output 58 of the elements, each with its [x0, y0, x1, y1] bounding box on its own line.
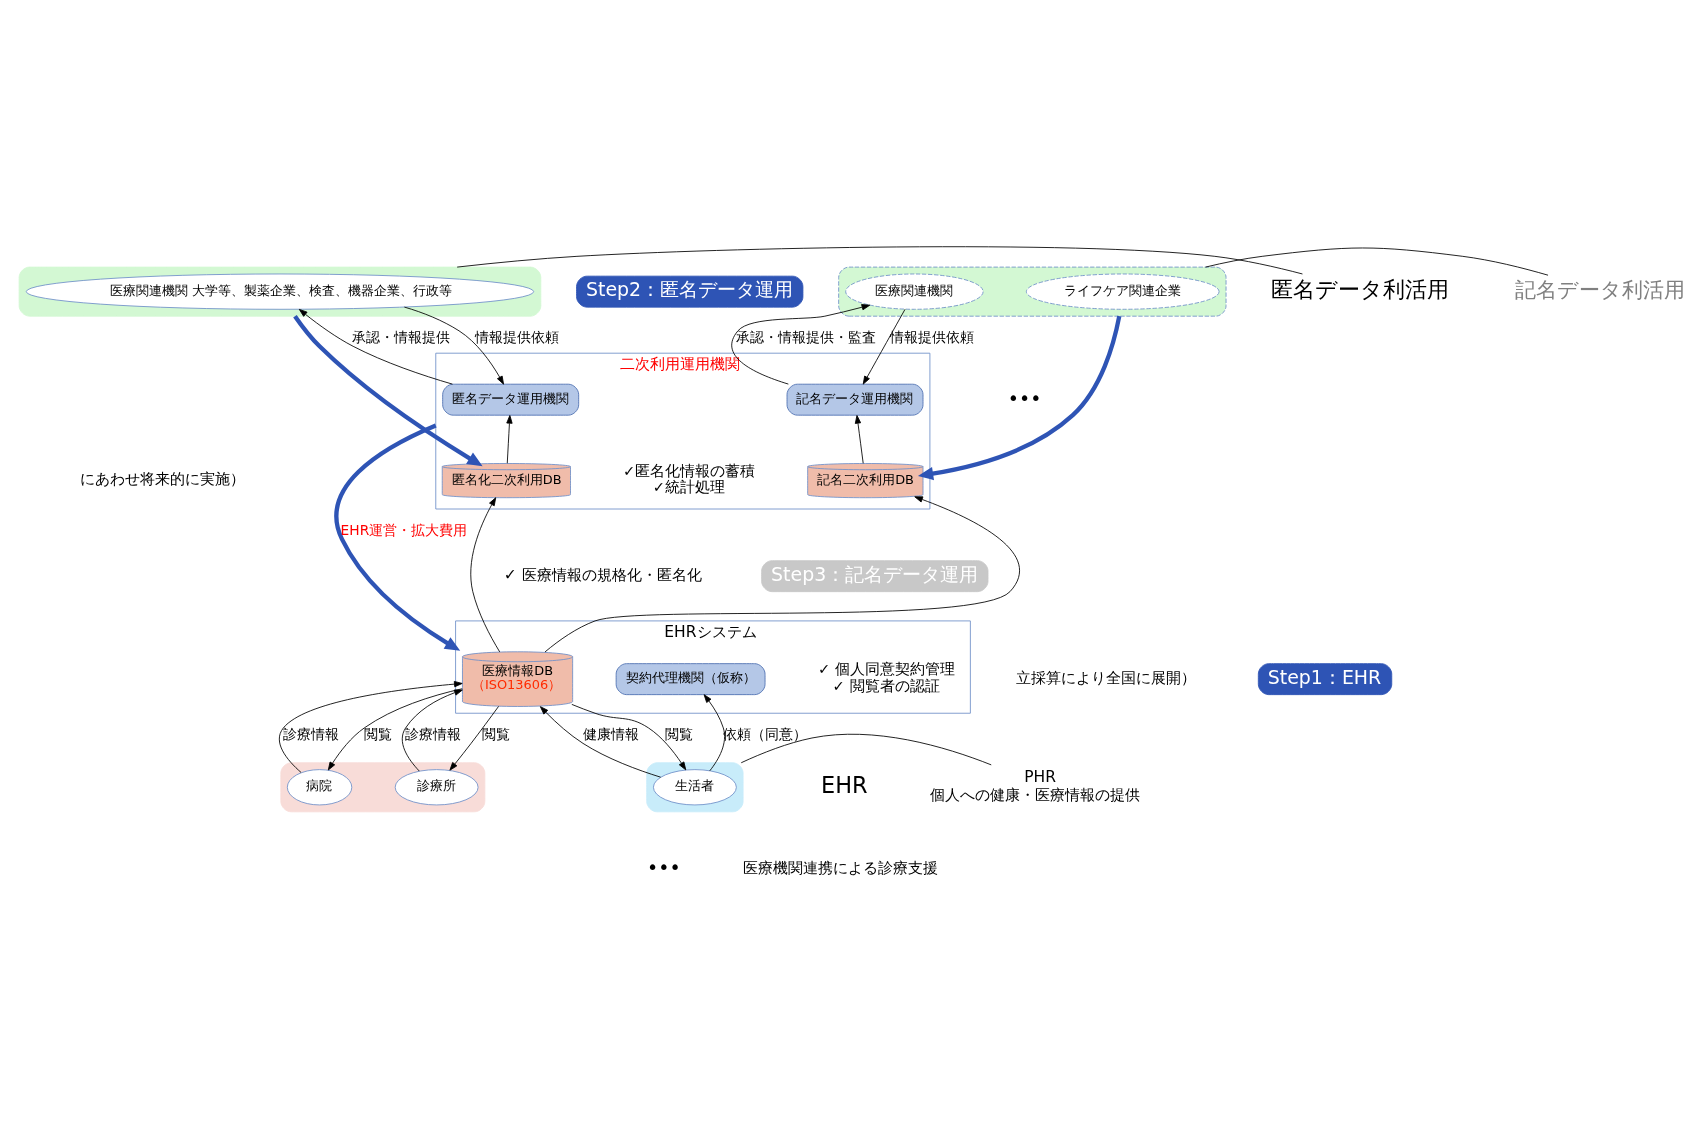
label: ••• — [1007, 386, 1042, 408]
edge-label: 情報提供依頼 — [475, 328, 560, 345]
arrow — [506, 414, 513, 464]
arrow — [327, 687, 463, 770]
node-box: Step2：匿名データ運用 — [576, 275, 804, 308]
edge-label: 診療情報 — [405, 725, 462, 742]
node-box: 匿名データ運用機関 — [442, 383, 580, 416]
arrow — [731, 303, 871, 384]
node-box: 契約代理機関（仮称） — [615, 662, 766, 695]
node-ellipse: 病院 — [286, 768, 353, 805]
node-ellipse: 診療所 — [394, 768, 479, 805]
label: ••• — [647, 855, 681, 878]
node-ellipse: 生活者 — [653, 768, 737, 805]
label: ✓ 医療情報の規格化・匿名化 — [503, 565, 702, 584]
edge-label: 健康情報 — [582, 725, 639, 742]
edge-label: 依頼（同意） — [723, 725, 808, 742]
connector — [740, 733, 992, 765]
edge-label: 診療情報 — [282, 725, 339, 742]
arrow — [293, 314, 483, 466]
arrow — [334, 423, 461, 651]
node-ellipse: ライフケア関連企業 — [1025, 273, 1220, 310]
node-text: PHR 個人への健康・医療情報の提供 — [930, 767, 1141, 804]
node-label: ✓ 個人同意契約管理 — [818, 659, 955, 677]
node-ellipse: 医療関連機関 大学等、製薬企業、検査、機器企業、行政等 — [25, 273, 535, 310]
arrow — [544, 495, 1020, 652]
arrow — [404, 306, 504, 385]
connector — [456, 245, 1303, 274]
edge-label: 閲覧 — [482, 725, 511, 742]
connector — [1205, 247, 1549, 276]
node-box: 記名データ運用機関 — [786, 383, 924, 416]
edge-label: 承認・情報提供・監査 — [735, 328, 876, 345]
label: 医療機関連携による診療支援 — [742, 858, 938, 877]
cluster — [838, 266, 1227, 317]
node-label: ✓匿名化情報の蓄積 — [623, 461, 756, 479]
node-label: ✓統計処理 — [652, 477, 725, 495]
arrow — [449, 705, 499, 771]
node-box: Step1：EHR — [1257, 662, 1393, 695]
edge-label: EHR運営・拡大費用 — [340, 521, 468, 538]
label: EHR — [821, 771, 868, 798]
arrow — [539, 705, 662, 778]
edge-label: 情報提供依頼 — [890, 328, 975, 345]
arrow — [571, 703, 687, 770]
edge-label: 閲覧 — [664, 725, 693, 742]
edge-label: 承認・情報提供 — [351, 328, 450, 345]
node-text: 記名データ利活用 — [1515, 277, 1686, 302]
arrow — [298, 308, 453, 385]
arrow — [470, 496, 501, 652]
arrow — [278, 680, 463, 773]
arrow — [703, 693, 725, 771]
node-text: 匿名データ利活用 — [1271, 275, 1450, 302]
node-label: ✓ 閲覧者の認証 — [832, 676, 940, 694]
label: にあわせ将来的に実施） — [80, 469, 246, 488]
arrow — [401, 689, 463, 771]
arrow — [917, 315, 1122, 480]
edge-label: 閲覧 — [364, 725, 393, 742]
arrow — [862, 308, 906, 385]
label: 立採算により全国に展開） — [1015, 668, 1196, 687]
arrow — [854, 414, 864, 464]
